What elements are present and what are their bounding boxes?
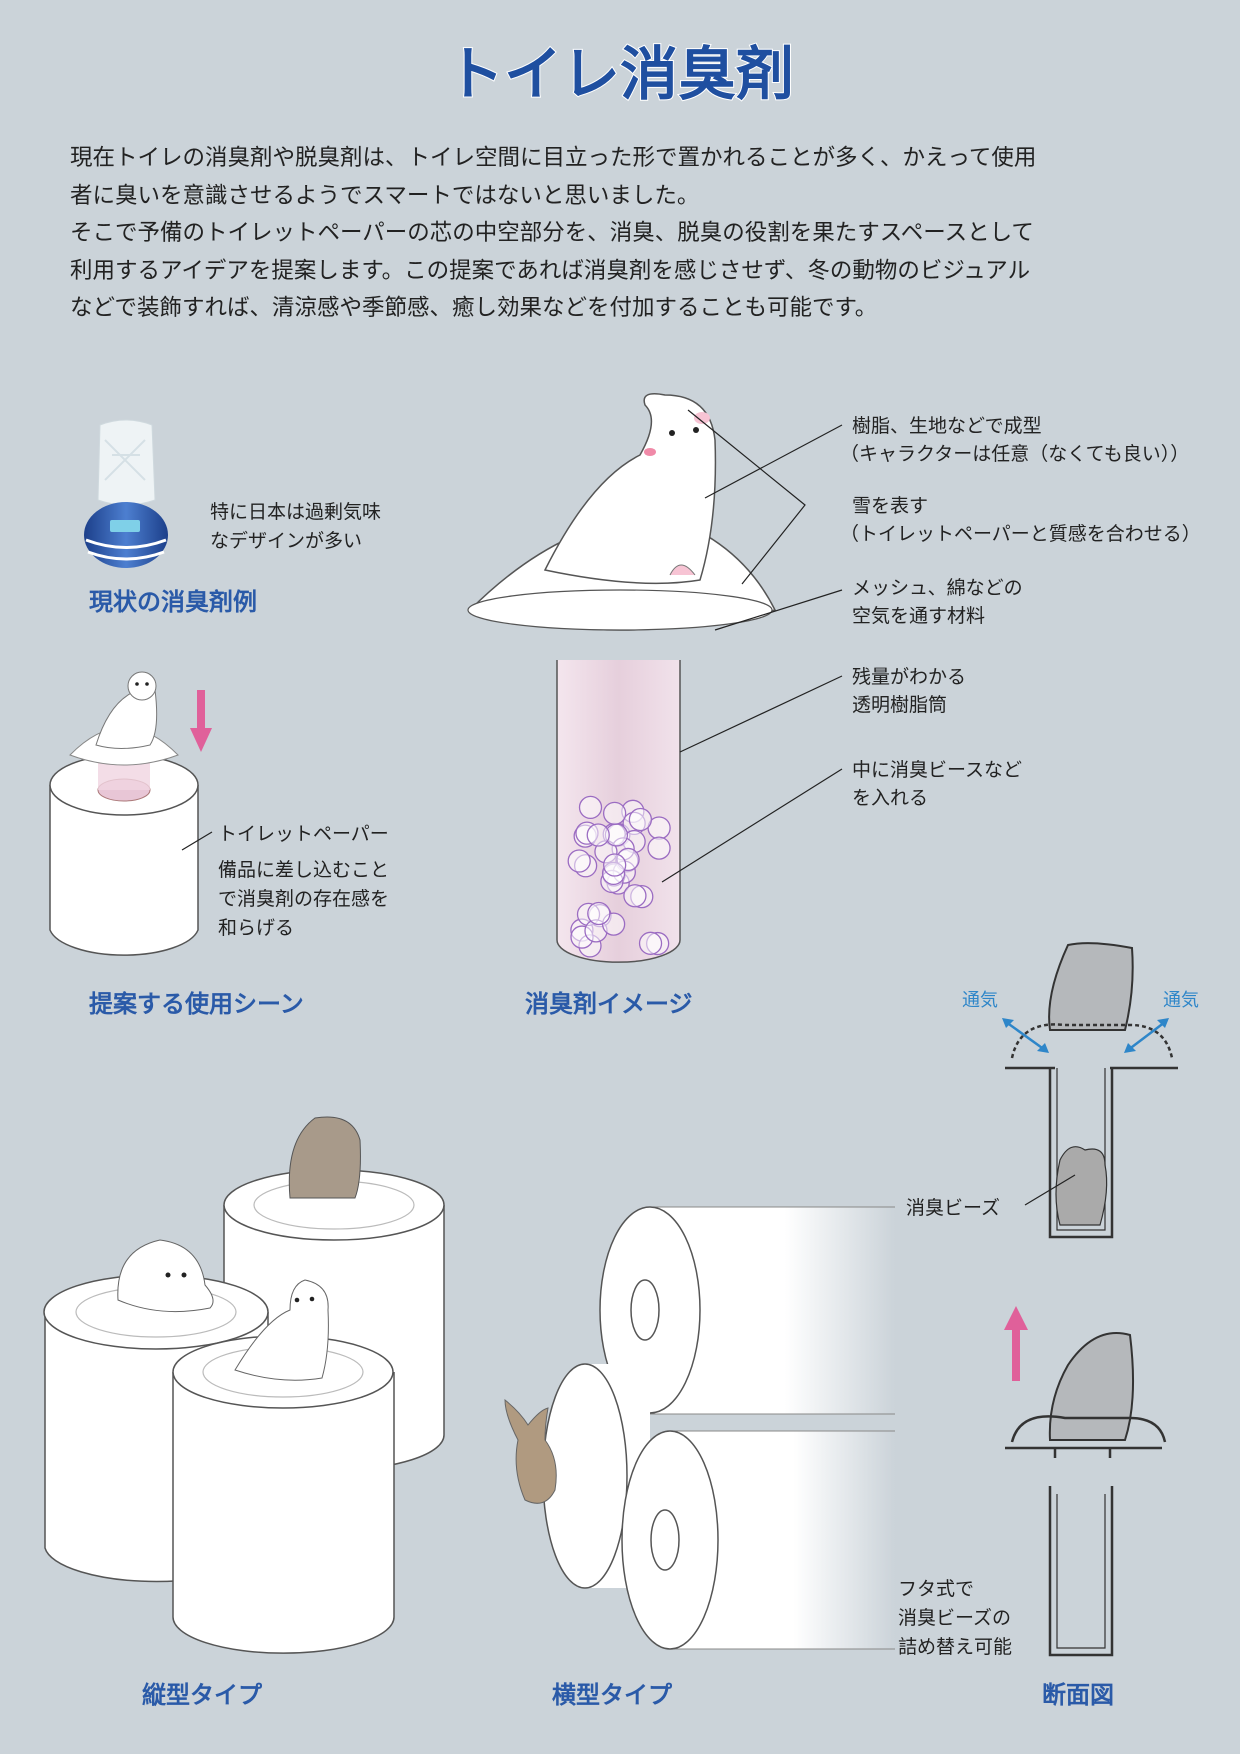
current-deodorizer-illustration xyxy=(84,419,168,568)
bead xyxy=(587,901,611,926)
horizontal-type-illustration xyxy=(504,1206,895,1650)
rabbit-character xyxy=(504,1398,557,1504)
usage-note: で消臭剤の存在感を xyxy=(218,888,389,910)
bead xyxy=(578,795,603,820)
bead xyxy=(602,801,627,825)
product-annotations: 樹脂、生地などで成型 （キャラクターは任意（なくても良い）） 雪を表す （トイレ… xyxy=(840,415,1201,809)
vent-label-left: 通気 xyxy=(962,990,998,1011)
cross-section-diagram xyxy=(1002,942,1178,1657)
annotation-snow: （トイレットペーパーと質感を合わせる） xyxy=(840,523,1201,545)
current-example-label: 現状の消臭剤例 xyxy=(89,588,257,616)
product-image-label: 消臭剤イメージ xyxy=(525,990,693,1018)
annotation-material: （キャラクターは任意（なくても良い）） xyxy=(840,443,1189,465)
bead xyxy=(603,853,627,877)
toilet-paper-pointer: トイレットペーパー xyxy=(218,823,389,845)
bead xyxy=(586,823,610,847)
intro-line: 利用するアイデアを提案します。この提案であれば消臭剤を感じさせず、冬の動物のビジ… xyxy=(70,258,1030,284)
product-illustration xyxy=(467,393,843,963)
vertical-type-label: 縦型タイプ xyxy=(142,1681,263,1709)
vent-label-right: 通気 xyxy=(1163,990,1199,1011)
annotation-beads: 中に消臭ビースなど xyxy=(852,759,1022,781)
bead xyxy=(628,807,653,832)
annotation-tube: 残量がわかる xyxy=(852,666,966,688)
refill-note: 消臭ビーズの xyxy=(898,1607,1011,1629)
bead xyxy=(647,836,671,860)
up-arrow-icon xyxy=(1012,1326,1020,1381)
horizontal-type-label: 横型タイプ xyxy=(552,1681,673,1709)
bead xyxy=(623,884,647,908)
current-example-note: 特に日本は過剰気味 xyxy=(210,501,381,523)
annotation-tube: 透明樹脂筒 xyxy=(852,694,947,716)
cross-section-label: 断面図 xyxy=(1042,1681,1114,1709)
intro-line: そこで予備のトイレットペーパーの芯の中空部分を、消臭、脱臭の役割を果たすスペース… xyxy=(70,220,1034,246)
bead xyxy=(567,849,591,873)
polar-bear-character xyxy=(117,1239,214,1313)
vertical-type-illustration xyxy=(43,1116,445,1654)
usage-scene-illustration xyxy=(49,671,213,956)
deodorizing-beads xyxy=(567,795,671,958)
page-title: トイレ消臭剤 xyxy=(446,40,794,108)
annotation-snow: 雪を表す xyxy=(852,495,928,517)
ermine-character xyxy=(234,1279,329,1381)
annotation-beads: を入れる xyxy=(852,787,928,809)
otter-character xyxy=(288,1116,361,1199)
intro-paragraph: 現在トイレの消臭剤や脱臭剤は、トイレ空間に目立った形で置かれることが多く、かえっ… xyxy=(70,145,1036,321)
annotation-mesh: 空気を通す材料 xyxy=(852,605,985,627)
current-example-note: なデザインが多い xyxy=(210,530,362,552)
ermine-character xyxy=(543,393,717,585)
usage-note: 備品に差し込むこと xyxy=(218,859,389,881)
intro-line: 者に臭いを意識させるようでスマートではないと思いました。 xyxy=(70,183,699,209)
refill-note: フタ式で xyxy=(898,1578,974,1600)
refill-note: 詰め替え可能 xyxy=(898,1636,1012,1658)
usage-note: 和らげる xyxy=(218,917,294,939)
usage-scene-label: 提案する使用シーン xyxy=(89,990,304,1018)
intro-line: などで装飾すれば、清涼感や季節感、癒し効果などを付加することも可能です。 xyxy=(70,295,877,321)
down-arrow-icon xyxy=(197,690,205,730)
annotation-material: 樹脂、生地などで成型 xyxy=(852,415,1042,437)
vent-arrows-icon xyxy=(1005,1020,1166,1052)
beads-label: 消臭ビーズ xyxy=(906,1197,1000,1219)
annotation-mesh: メッシュ、綿などの xyxy=(852,577,1023,599)
intro-line: 現在トイレの消臭剤や脱臭剤は、トイレ空間に目立った形で置かれることが多く、かえっ… xyxy=(70,145,1036,171)
bead xyxy=(638,931,663,955)
